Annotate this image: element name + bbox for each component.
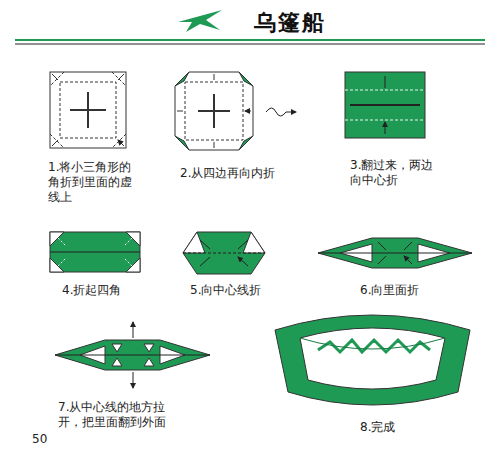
step5-figure bbox=[183, 232, 265, 274]
turn-over-arrow bbox=[266, 108, 296, 116]
title: 乌篷船 bbox=[254, 9, 326, 37]
step-caption: 2.从四边再向内折 bbox=[180, 166, 290, 181]
step-caption: 1.将小三角形的角折到里面的虚线上 bbox=[48, 160, 140, 205]
step-caption: 3.翻过来，两边向中心折 bbox=[350, 158, 442, 188]
step4-figure bbox=[50, 232, 140, 272]
step-caption: 5.向中心线折 bbox=[190, 283, 290, 298]
step2-figure bbox=[175, 72, 253, 150]
plane-icon bbox=[178, 10, 222, 32]
step-caption: 8.完成 bbox=[360, 420, 440, 435]
title-rule bbox=[15, 39, 485, 41]
step3-figure bbox=[345, 72, 425, 138]
step-caption: 6.向里面折 bbox=[360, 283, 460, 298]
step7-figure bbox=[55, 322, 210, 388]
step1-figure bbox=[50, 72, 126, 148]
step6-figure bbox=[318, 238, 472, 268]
step-caption: 7.从中心线的地方拉开，把里面翻到外面 bbox=[58, 400, 180, 430]
step-caption: 4.折起四角 bbox=[62, 283, 162, 298]
page-number: 50 bbox=[32, 432, 72, 447]
title-rule bbox=[15, 44, 485, 45]
step8-figure bbox=[275, 315, 470, 405]
